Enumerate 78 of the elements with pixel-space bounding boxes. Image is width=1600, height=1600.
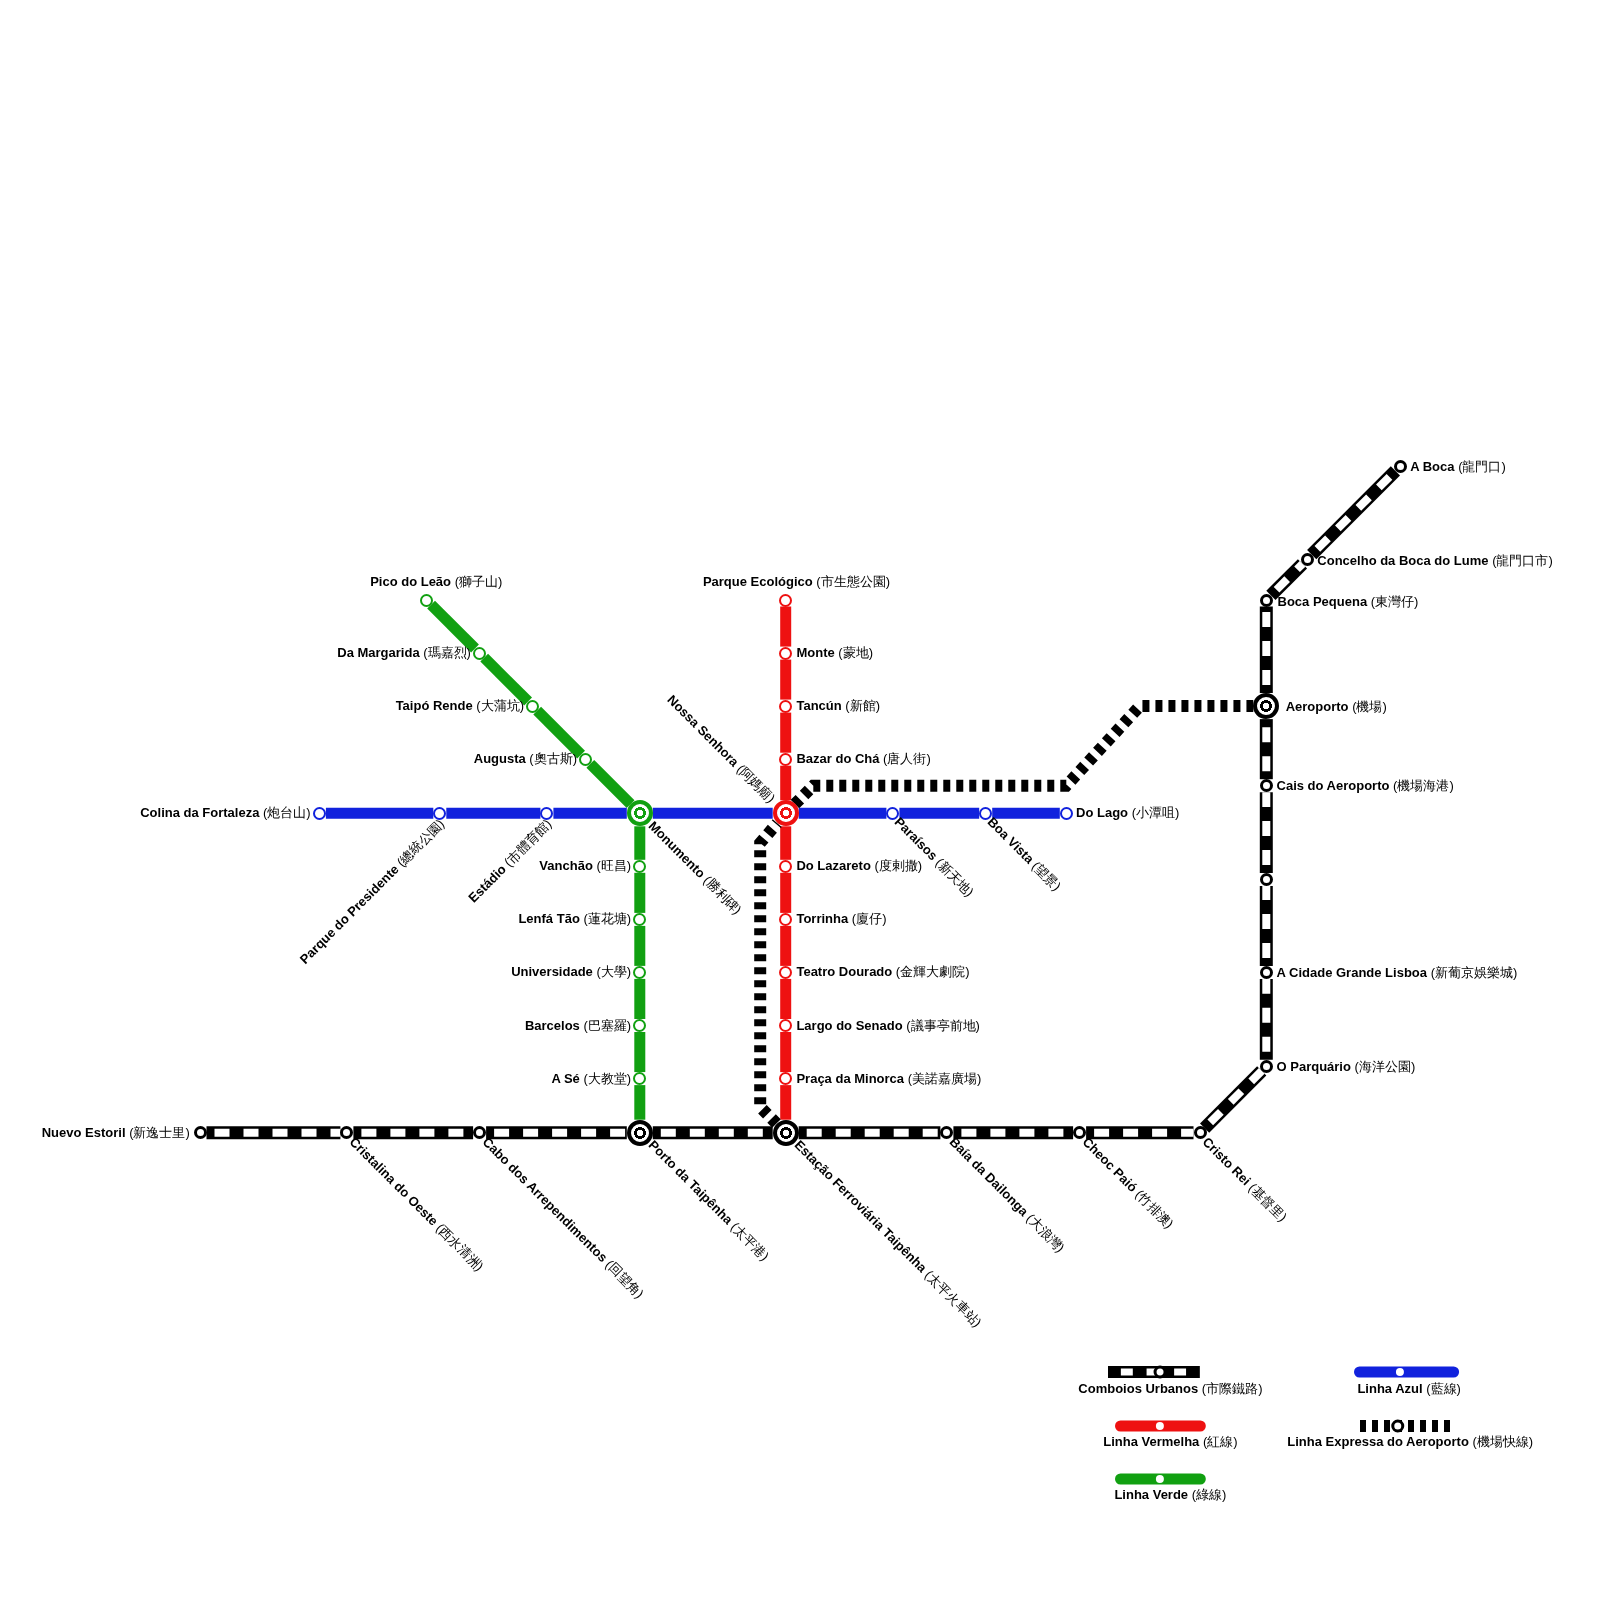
rail-line bbox=[1307, 466, 1400, 560]
metro-line bbox=[533, 706, 585, 759]
metro-line bbox=[899, 807, 980, 819]
metro-line bbox=[780, 872, 792, 913]
station-name: Concelho da Boca do Lume (龍門口市) bbox=[1317, 552, 1553, 568]
rail-line bbox=[486, 1126, 627, 1140]
station-name: O Parquário (海洋公園) bbox=[1276, 1058, 1416, 1074]
metro-line bbox=[634, 925, 646, 966]
metro-line bbox=[634, 1085, 646, 1120]
station-name: Cais do Aeroporto (機場海港) bbox=[1276, 778, 1454, 794]
station-name: Augusta (奧古斯) bbox=[473, 751, 578, 767]
station-marker bbox=[1259, 873, 1273, 887]
station-name: Barcelos (巴塞羅) bbox=[524, 1017, 632, 1033]
station-name: Tancún (新館) bbox=[796, 698, 880, 714]
metro-line bbox=[780, 606, 792, 647]
metro-line bbox=[780, 712, 792, 753]
legend-label: Linha Azul (藍線) bbox=[1357, 1381, 1461, 1397]
rail-line bbox=[652, 1126, 773, 1140]
rail-line bbox=[206, 1126, 341, 1140]
station-name: Vanchão (旺昌) bbox=[539, 858, 632, 874]
rail-line bbox=[1259, 978, 1273, 1060]
metro-line bbox=[780, 659, 792, 700]
metro-line bbox=[586, 759, 635, 808]
metro-line bbox=[325, 807, 434, 819]
metro-line bbox=[446, 807, 541, 819]
station-name: Lenfá Tão (蓮花塘) bbox=[518, 911, 632, 927]
station-name: Do Lazareto (度剌撒) bbox=[796, 858, 923, 874]
express-line bbox=[754, 819, 782, 1128]
metro-line bbox=[634, 826, 646, 860]
station-name: Torrinha (廈仔) bbox=[796, 911, 887, 927]
metro-line bbox=[780, 978, 792, 1019]
rail-line bbox=[1086, 1126, 1194, 1140]
station-name: A Boca (龍門口) bbox=[1410, 458, 1506, 474]
metro-line bbox=[780, 765, 792, 801]
station-name: Aeroporto (機場) bbox=[1285, 698, 1387, 714]
metro-line bbox=[553, 807, 627, 819]
metro-line bbox=[480, 653, 532, 706]
rail-line bbox=[1266, 559, 1308, 600]
metro-line bbox=[798, 807, 887, 819]
rail-line bbox=[1259, 606, 1273, 694]
station-name: Pico do Leão (獅子山) bbox=[370, 573, 503, 589]
legend-label: Comboios Urbanos (市際鐵路) bbox=[1078, 1381, 1263, 1397]
station-name: Praça da Minorca (美諾嘉廣場) bbox=[796, 1070, 982, 1086]
rail-line bbox=[1259, 886, 1273, 966]
rail-line bbox=[1259, 719, 1273, 780]
station-name: A Cidade Grande Lisboa (新葡京娛樂城) bbox=[1276, 964, 1518, 980]
station-name: Taipó Rende (大蒲坑) bbox=[395, 698, 524, 714]
rail-line bbox=[953, 1126, 1074, 1140]
legend-label: Linha Verde (綠線) bbox=[1114, 1487, 1227, 1503]
metro-line bbox=[780, 826, 792, 860]
metro-line bbox=[634, 978, 646, 1019]
rail-line bbox=[1200, 1066, 1267, 1133]
metro-line bbox=[634, 872, 646, 913]
station-name: Monte (蒙地) bbox=[796, 645, 873, 661]
station-name: Largo do Senado (議事亭前地) bbox=[796, 1017, 980, 1033]
metro-line bbox=[427, 600, 479, 653]
station-name: Parque Ecológico (市生態公園) bbox=[702, 573, 890, 589]
station-name: Boca Pequena (東灣仔) bbox=[1277, 593, 1419, 609]
rail-line bbox=[798, 1126, 941, 1140]
metro-line bbox=[780, 1085, 792, 1120]
metro-line bbox=[634, 1032, 646, 1073]
legend-label: Linha Vermelha (紅線) bbox=[1103, 1434, 1238, 1450]
legend-label: Linha Expressa do Aeroporto (機場快線) bbox=[1287, 1434, 1534, 1450]
express-line bbox=[790, 700, 1254, 809]
rail-line bbox=[353, 1126, 474, 1140]
station-name: Bazar do Chá (唐人街) bbox=[796, 751, 931, 767]
rail-line bbox=[1259, 792, 1273, 874]
station-name: Do Lago (小潭咀) bbox=[1076, 805, 1180, 821]
metro-line bbox=[992, 807, 1060, 819]
metro-line bbox=[780, 925, 792, 966]
station-name: Da Margarida (瑪嘉烈) bbox=[337, 645, 471, 661]
station-name: Colina da Fortaleza (炮台山) bbox=[140, 805, 311, 821]
metro-line bbox=[780, 1032, 792, 1073]
station-name: Nuevo Estoril (新逸士里) bbox=[41, 1125, 190, 1141]
metro-line bbox=[652, 807, 773, 819]
station-name: A Sé (大教堂) bbox=[551, 1070, 632, 1086]
station-name: Universidade (大學) bbox=[511, 964, 632, 980]
station-name: Teatro Dourado (金輝大劇院) bbox=[796, 964, 970, 980]
